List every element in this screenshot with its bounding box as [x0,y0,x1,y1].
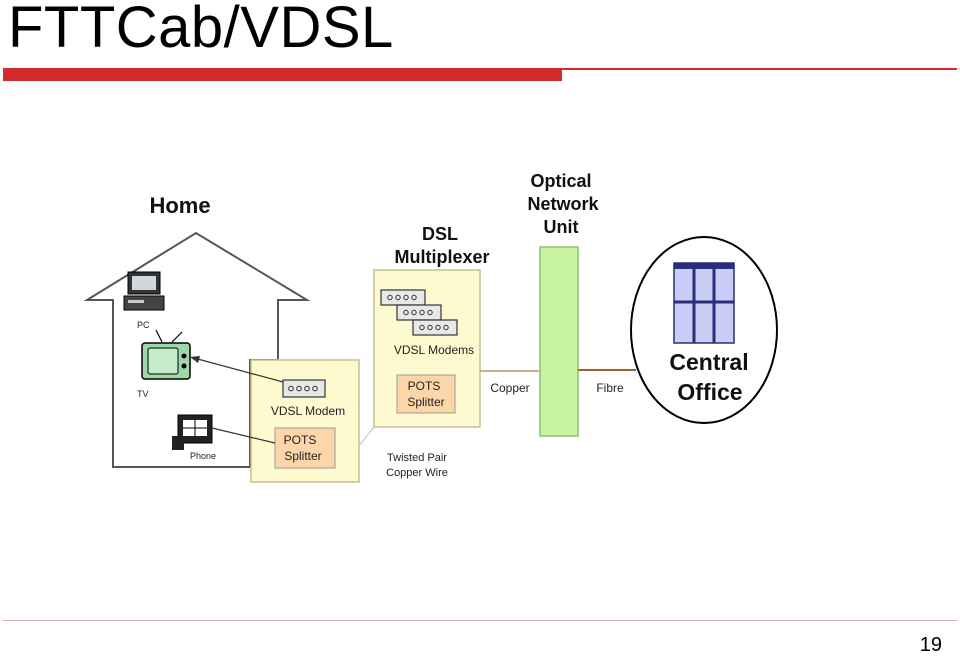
pc-label: PC [137,320,150,330]
splitter-to-phone-wire [211,427,276,444]
home-pots-splitter [274,427,336,469]
home-modem-label: VDSL Modem [271,404,345,418]
copper-label: Copper [490,381,529,395]
phone-icon [172,414,213,450]
dslam-vdsl-modems-icon [380,289,458,336]
twisted-pair-pointer [358,426,375,447]
home-splitter-label-line1: POTS [284,433,317,447]
tv-label: TV [137,389,149,399]
page-number: 19 [919,634,942,656]
dslam-splitter-label-line2: Splitter [407,395,444,409]
dslam-splitter-label-line1: POTS [408,379,441,393]
central-office-label-line1: Central [669,349,748,375]
dslam-pots-splitter [396,374,456,414]
home-splitter-label-line2: Splitter [284,449,321,463]
twisted-pair-label-line2: Copper Wire [386,467,448,479]
tv-icon [141,329,191,380]
fibre-label: Fibre [596,381,624,395]
home-vdsl-modem-icon [282,379,326,398]
pc-icon [123,271,165,311]
footer-divider [3,620,957,621]
onu-box [539,246,579,437]
phone-label: Phone [190,451,216,461]
onu-title-line3: Unit [544,217,579,237]
slide-title: FTTCab/VDSL [8,0,394,60]
onu-title-line1: Optical [530,171,591,191]
central-office-label-line2: Office [677,379,742,405]
title-underline-thick [3,68,562,81]
modem-to-tv-wire [193,357,284,383]
title-underline-thin [562,68,957,70]
twisted-pair-label-line1: Twisted Pair [387,452,447,464]
central-office-building-icon [673,262,735,344]
tv-arrowhead [190,356,200,363]
home-label: Home [149,193,210,218]
dslam-modems-label: VDSL Modems [394,343,474,357]
dslam-title-line1: DSL [422,224,458,244]
dslam-title-line2: Multiplexer [394,247,489,267]
onu-title-line2: Network [527,194,599,214]
